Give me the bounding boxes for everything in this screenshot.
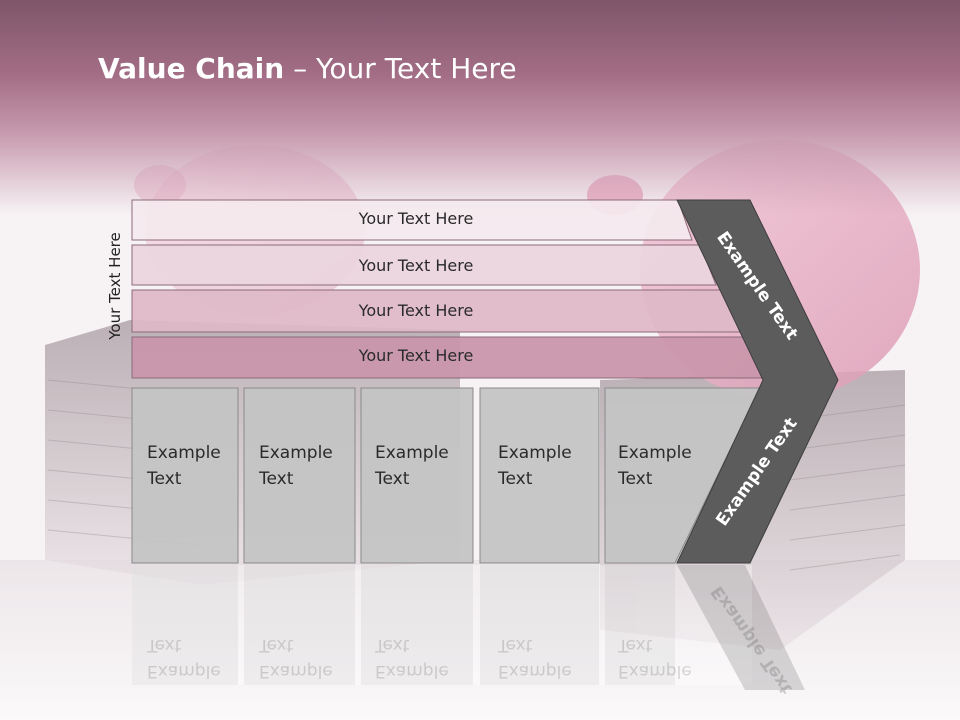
row-3-label: Your Text Here xyxy=(358,301,474,320)
column-3-label: Example Text xyxy=(375,443,449,489)
title-rest: – Your Text Here xyxy=(284,52,517,85)
row-2-shape xyxy=(131,244,717,286)
column-3-reflection: Example Text xyxy=(375,635,449,681)
header-band xyxy=(0,0,960,215)
row-1-shape xyxy=(131,199,693,241)
margin-arrow xyxy=(676,199,839,564)
column-4-reflection: Example Text xyxy=(498,635,572,681)
column-1-shape xyxy=(131,387,239,564)
row-2-label: Your Text Here xyxy=(358,256,474,275)
page-title: Value Chain – Your Text Here xyxy=(98,52,517,85)
column-1-reflection: Example Text xyxy=(147,635,221,681)
column-2-label: Example Text xyxy=(259,443,333,489)
column-5-shape xyxy=(604,387,761,564)
row-1-label: Your Text Here xyxy=(358,209,474,228)
column-5-label: Example Text xyxy=(618,443,692,489)
column-5-reflection: Example Text xyxy=(618,635,692,681)
title-bold: Value Chain xyxy=(98,52,285,85)
row-4-label: Your Text Here xyxy=(358,346,474,365)
column-1-label: Example Text xyxy=(147,443,221,489)
column-4-shape xyxy=(479,387,600,564)
column-4-label: Example Text xyxy=(498,443,572,489)
column-2-shape xyxy=(243,387,356,564)
vertical-label: Your Text Here xyxy=(106,232,124,340)
column-3-shape xyxy=(360,387,474,564)
column-2-reflection: Example Text xyxy=(259,635,333,681)
